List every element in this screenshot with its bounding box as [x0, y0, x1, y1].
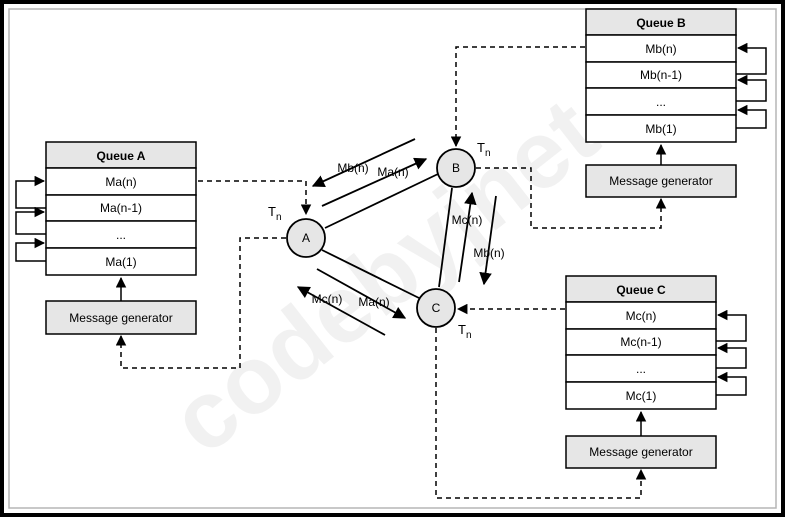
queue-a-shift-arrow	[15, 237, 46, 262]
queue-a-item: Ma(n-1)	[100, 201, 142, 215]
node-a-label: A	[302, 231, 310, 245]
queue-a-item: Ma(n)	[105, 175, 136, 189]
arrow-ma-to-b	[321, 157, 428, 207]
node-c-label: C	[432, 301, 441, 315]
queue-c-title: Queue C	[616, 283, 666, 297]
queue-b-item: ...	[656, 95, 666, 109]
queue-c-generator-label: Message generator	[589, 445, 692, 459]
queue-a-item: Ma(1)	[105, 255, 136, 269]
queue-b-shift-arrow	[736, 74, 767, 102]
queue-c-generator-box	[565, 435, 717, 469]
edge-a-b	[324, 173, 439, 229]
edge-a-c	[321, 249, 420, 299]
queue-a-shift-arrow	[15, 175, 46, 209]
queue-a-shift-arrow	[15, 206, 46, 235]
arrow-mb-to-a	[311, 138, 416, 187]
node-c-circle	[416, 288, 456, 328]
node-c: C	[416, 288, 456, 328]
inner-frame	[8, 8, 777, 509]
label-mb-to-c: Mb(n)	[473, 246, 504, 260]
queue-c-item: ...	[636, 362, 646, 376]
label-mc-to-b: Mc(n)	[452, 213, 483, 227]
label-mc-to-a: Mc(n)	[312, 292, 343, 306]
queue-b-shift-arrow	[736, 42, 767, 75]
node-b-label: B	[452, 161, 460, 175]
queue-c-item: Mc(1)	[626, 389, 657, 403]
queue-a-title: Queue A	[97, 149, 146, 163]
queue-b: Queue B Mb(n) Mb(n-1) ... Mb(1) Message …	[585, 8, 767, 198]
label-mb-to-a: Mb(n)	[337, 161, 368, 175]
queue-b-to-node-b-connector	[450, 46, 585, 148]
queue-a-cell	[45, 220, 197, 249]
node-a-circle	[286, 218, 326, 258]
queue-b-generator-label: Message generator	[609, 174, 712, 188]
queue-c-header	[565, 275, 717, 303]
node-a-to-generator-a-connector	[115, 237, 286, 369]
queue-a-to-node-a-connector	[198, 180, 312, 216]
queue-c-shift-arrow	[716, 309, 747, 342]
queue-a-generator-box	[45, 300, 197, 335]
node-b-to-generator-b-connector	[476, 167, 667, 229]
time-label-node-a: Tn	[268, 204, 282, 223]
queue-a: Queue A Ma(n) Ma(n-1) ... Ma(1) Message …	[15, 141, 197, 335]
queue-c: Queue C Mc(n) Mc(n-1) ... Mc(1) Message …	[565, 275, 747, 469]
queue-b-cell	[585, 61, 737, 89]
arrow-mb-to-c	[479, 195, 497, 286]
node-a: A	[286, 218, 326, 258]
queue-b-shift-arrow	[736, 104, 767, 129]
queue-a-item: ...	[116, 228, 126, 242]
queue-b-item: Mb(1)	[645, 122, 676, 136]
node-b: B	[436, 148, 476, 188]
queue-c-shift-arrow	[716, 342, 747, 369]
time-label-node-c: Tn	[458, 322, 472, 341]
queue-c-item: Mc(n-1)	[620, 335, 661, 349]
edge-b-c	[438, 187, 453, 288]
time-label-node-b: Tn	[477, 140, 491, 159]
arrow-mc-to-b	[458, 191, 477, 283]
node-c-to-generator-c-connector	[435, 328, 647, 499]
queue-c-cell	[565, 354, 717, 383]
label-ma-to-b: Ma(n)	[377, 165, 408, 179]
arrow-ma-to-c	[316, 268, 407, 319]
queue-c-item: Mc(n)	[626, 309, 657, 323]
node-b-circle	[436, 148, 476, 188]
label-ma-to-c: Ma(n)	[358, 295, 389, 309]
queue-b-header	[585, 8, 737, 36]
arrow-mc-to-a	[296, 286, 386, 336]
queue-c-shift-arrow	[716, 371, 747, 396]
queue-a-cell	[45, 247, 197, 276]
queue-b-item: Mb(n)	[645, 42, 676, 56]
queue-b-item: Mb(n-1)	[640, 68, 682, 82]
queue-b-cell	[585, 114, 737, 143]
queue-b-generator-box	[585, 164, 737, 198]
queue-b-title: Queue B	[636, 16, 686, 30]
queue-a-generator-label: Message generator	[69, 311, 172, 325]
queue-a-cell	[45, 167, 197, 196]
